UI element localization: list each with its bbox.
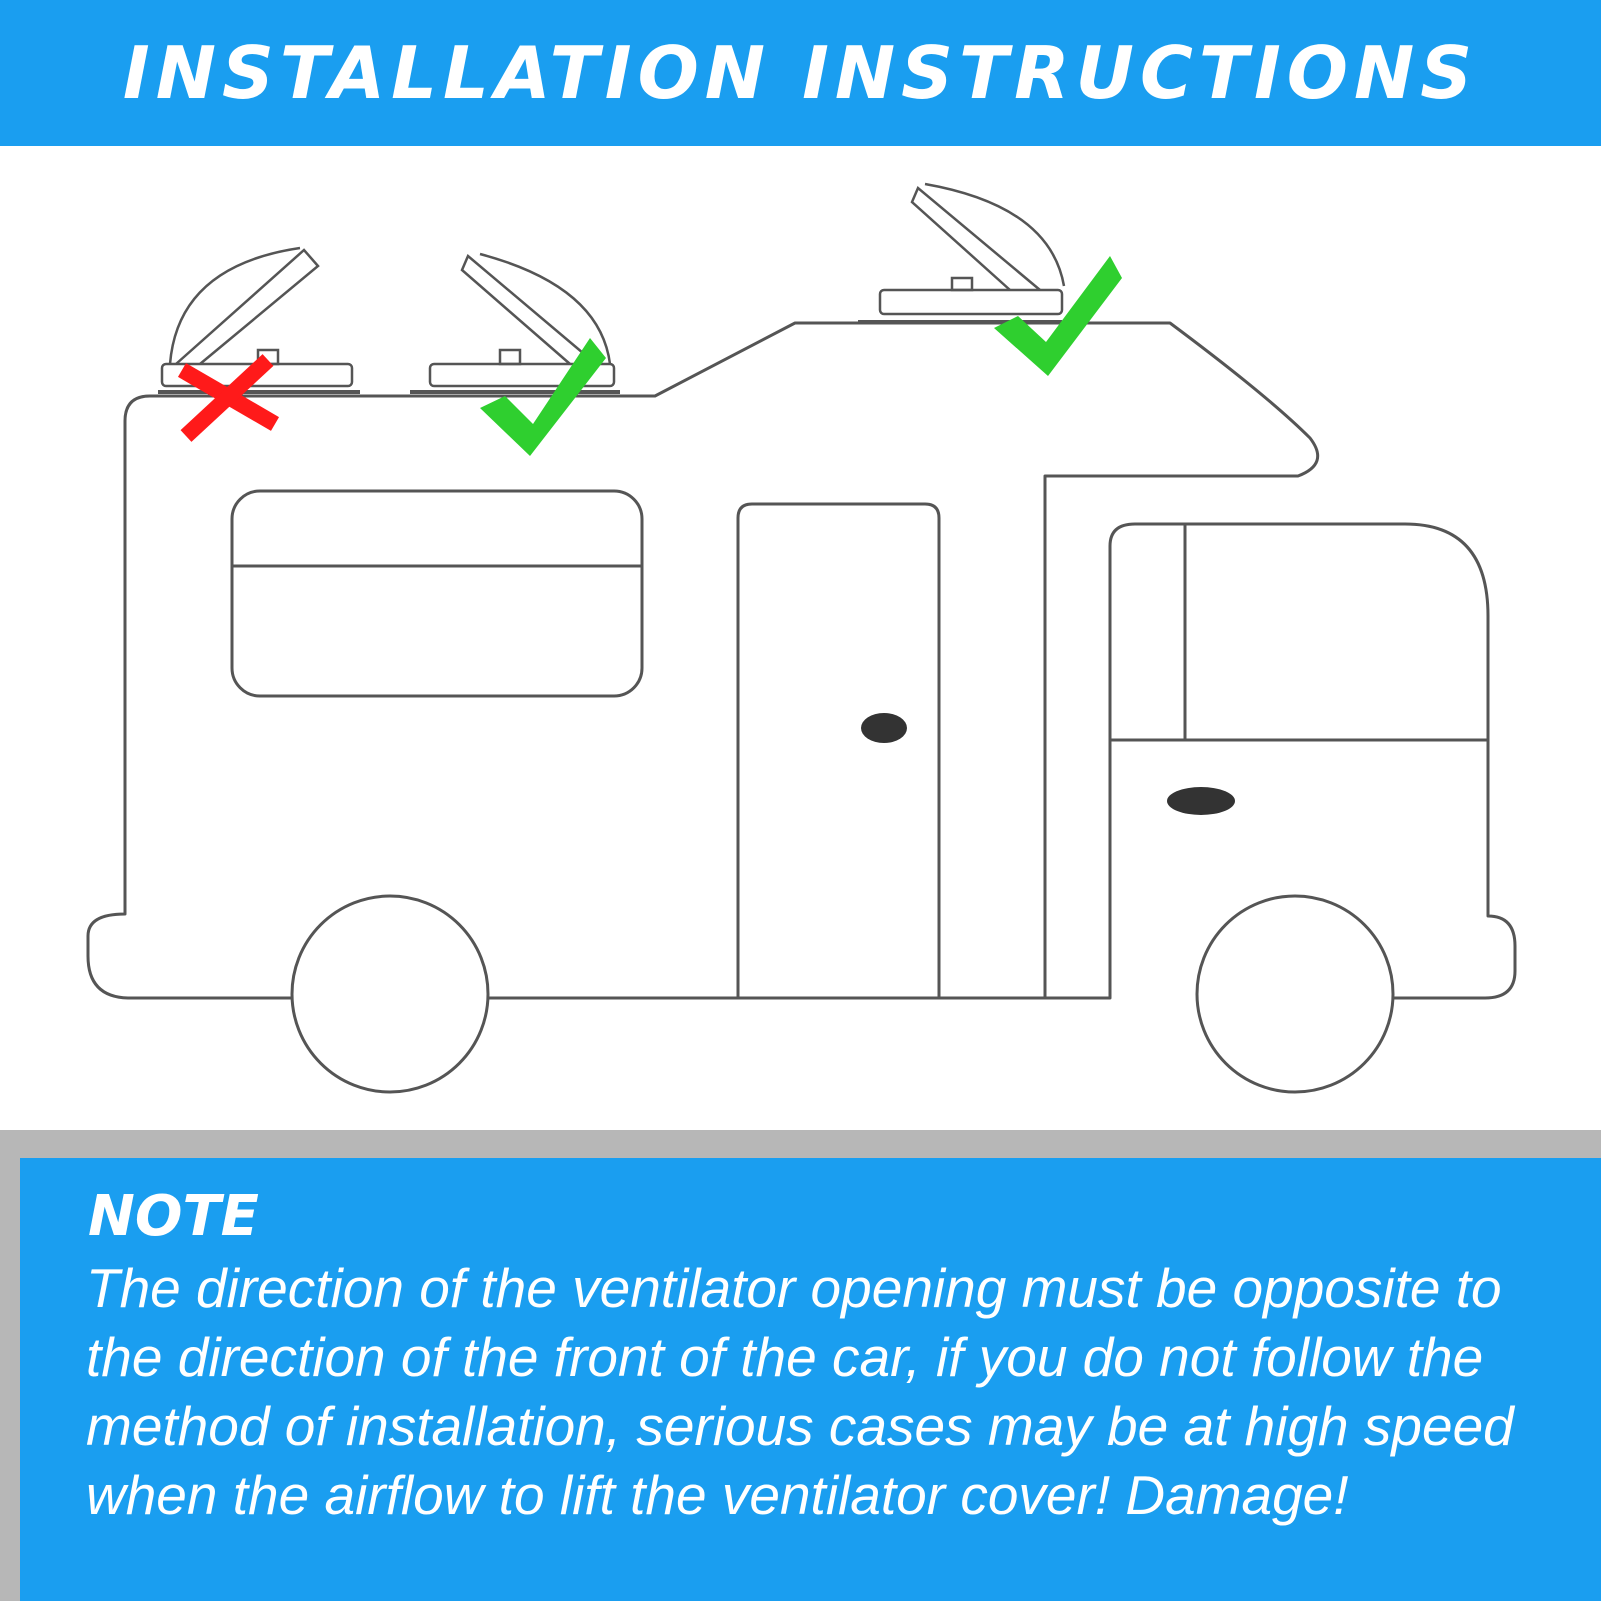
page-title: INSTALLATION INSTRUCTIONS [122,31,1479,115]
header-banner: INSTALLATION INSTRUCTIONS [0,0,1601,146]
correct-mark [994,256,1122,376]
front-wheel [1195,894,1395,1094]
incorrect-mark [177,354,280,442]
correct-mark [480,338,606,456]
entry-door [736,502,941,998]
cab-outline [1045,522,1517,1000]
cab-door-handle [1167,787,1235,815]
rv-installation-diagram [0,146,1601,1130]
rv-body-outline [86,321,1320,1000]
rear-wheel [290,894,490,1094]
note-title: NOTE [88,1184,259,1249]
upper-roof-vent-correct [858,182,1066,324]
note-text: The direction of the ventilator opening … [86,1257,1514,1526]
door-handle [861,713,907,743]
side-window [230,489,644,698]
roof-vent-wrong [158,246,360,394]
note-panel: NOTE The direction of the ventilator ope… [20,1158,1601,1601]
roof-vent-correct [410,252,620,394]
